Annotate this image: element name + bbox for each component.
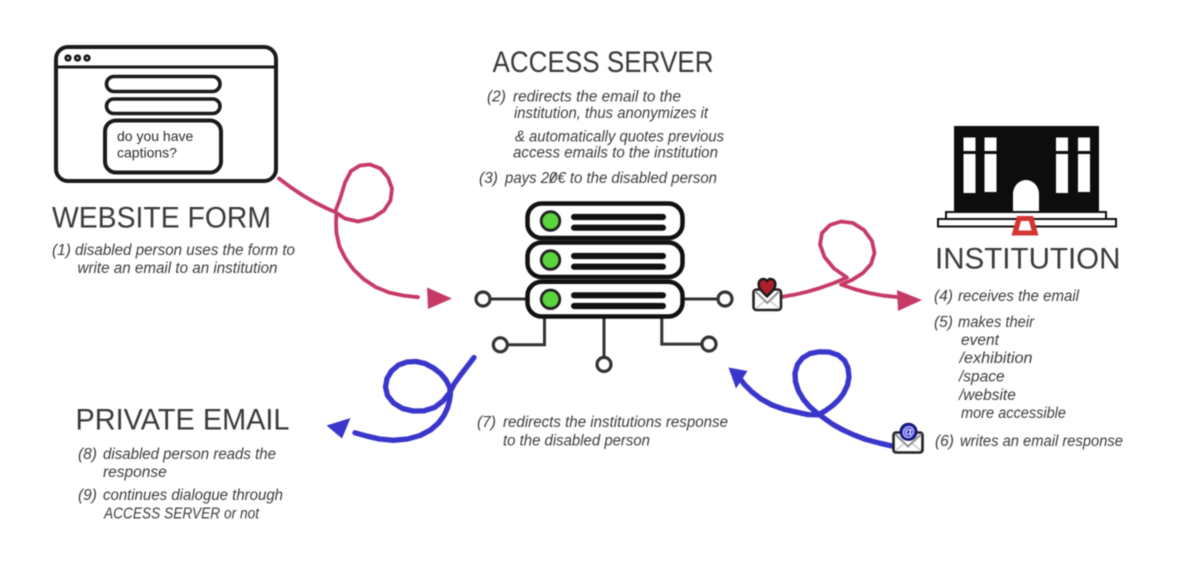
svg-text:pays 20€ to the disabled perso: pays 20€ to the disabled person [504,170,717,187]
svg-text:receives the email: receives the email [958,288,1080,305]
svg-text:/website: /website [958,387,1016,404]
svg-text:/space: /space [958,369,1005,386]
svg-text:PRIVATE EMAIL: PRIVATE EMAIL [76,404,290,437]
svg-text:INSTITUTION: INSTITUTION [935,243,1121,276]
svg-text:(9): (9) [78,487,97,504]
svg-text:/exhibition: /exhibition [958,350,1032,367]
svg-text:(7): (7) [477,414,496,431]
svg-text:writes an email response: writes an email response [960,433,1123,450]
svg-text:(8): (8) [78,446,97,463]
svg-text:& automatically quotes previou: & automatically quotes previous [515,129,724,146]
svg-text:@: @ [902,425,915,439]
svg-text:captions?: captions? [117,145,177,161]
svg-text:redirects the email to the: redirects the email to the [513,89,681,106]
svg-text:write an email to an instituti: write an email to an institution [78,260,278,277]
svg-text:access emails to the instituti: access emails to the institution [513,145,718,162]
svg-text:response: response [103,464,167,481]
svg-text:event: event [961,332,1000,349]
svg-text:to the disabled person: to the disabled person [503,433,650,450]
svg-text:do you have: do you have [117,128,193,144]
svg-text:(3): (3) [479,170,498,187]
svg-text:(5): (5) [934,314,953,331]
svg-text:institution, thus anonymizes i: institution, thus anonymizes it [514,105,709,122]
svg-text:disabled person reads the: disabled person reads the [103,446,276,463]
svg-text:disabled person uses the form: disabled person uses the form to [75,242,295,259]
svg-text:(1): (1) [52,242,71,259]
svg-text:(4): (4) [934,288,953,305]
svg-text:ACCESS SERVER: ACCESS SERVER [493,46,714,79]
svg-text:(2): (2) [487,89,506,106]
svg-text:more accessible: more accessible [961,405,1066,422]
svg-text:(6): (6) [935,433,954,450]
svg-text:ACCESS SERVER or not: ACCESS SERVER or not [103,506,259,523]
svg-text:redirects the institutions res: redirects the institutions response [503,414,728,431]
svg-text:continues dialogue through: continues dialogue through [103,487,283,504]
svg-text:WEBSITE FORM: WEBSITE FORM [52,202,271,235]
svg-text:makes their: makes their [958,314,1035,331]
